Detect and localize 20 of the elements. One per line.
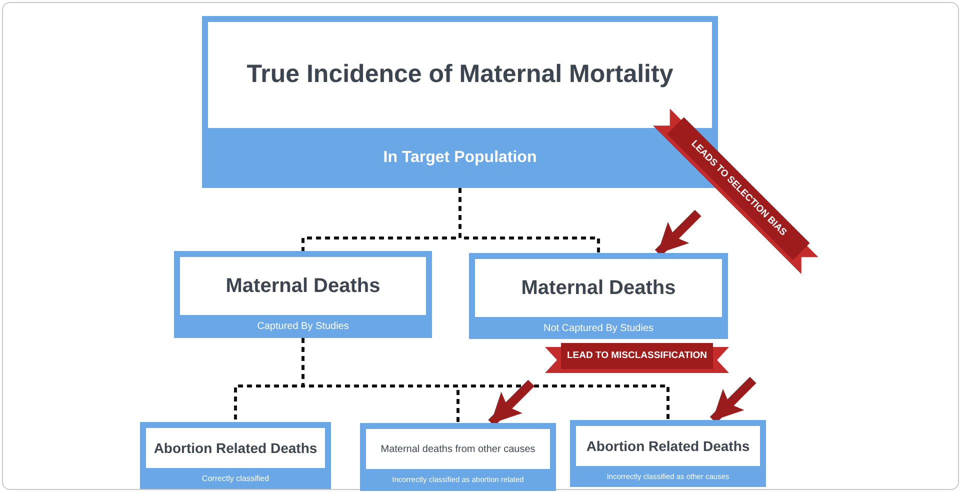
process-box	[469, 253, 728, 339]
dashed-connector	[458, 188, 600, 253]
box-title: Maternal Deaths	[226, 274, 380, 299]
box-subtitle: Correctly classified	[202, 472, 270, 484]
process-box	[140, 422, 331, 489]
process-box	[570, 420, 766, 487]
box-title: Maternal deaths from other causes	[380, 442, 536, 456]
box-title: Abortion Related Deaths	[154, 438, 318, 458]
dashed-connector	[302, 338, 670, 420]
process-box	[202, 16, 718, 188]
box-title: Maternal Deaths	[521, 276, 676, 301]
box-subtitle: In Target Population	[383, 148, 537, 168]
box-subtitle: Not Captured By Studies	[543, 322, 654, 336]
process-box	[174, 251, 432, 338]
process-box	[360, 423, 556, 491]
box-subtitle: Captured By Studies	[257, 320, 349, 334]
box-title: Abortion Related Deaths	[586, 436, 750, 456]
box-title: True Incidence of Maternal Mortality	[246, 59, 674, 90]
ribbon-banner	[545, 343, 729, 373]
banner-text: LEAD TO MISCLASSIFICATION	[566, 348, 708, 363]
